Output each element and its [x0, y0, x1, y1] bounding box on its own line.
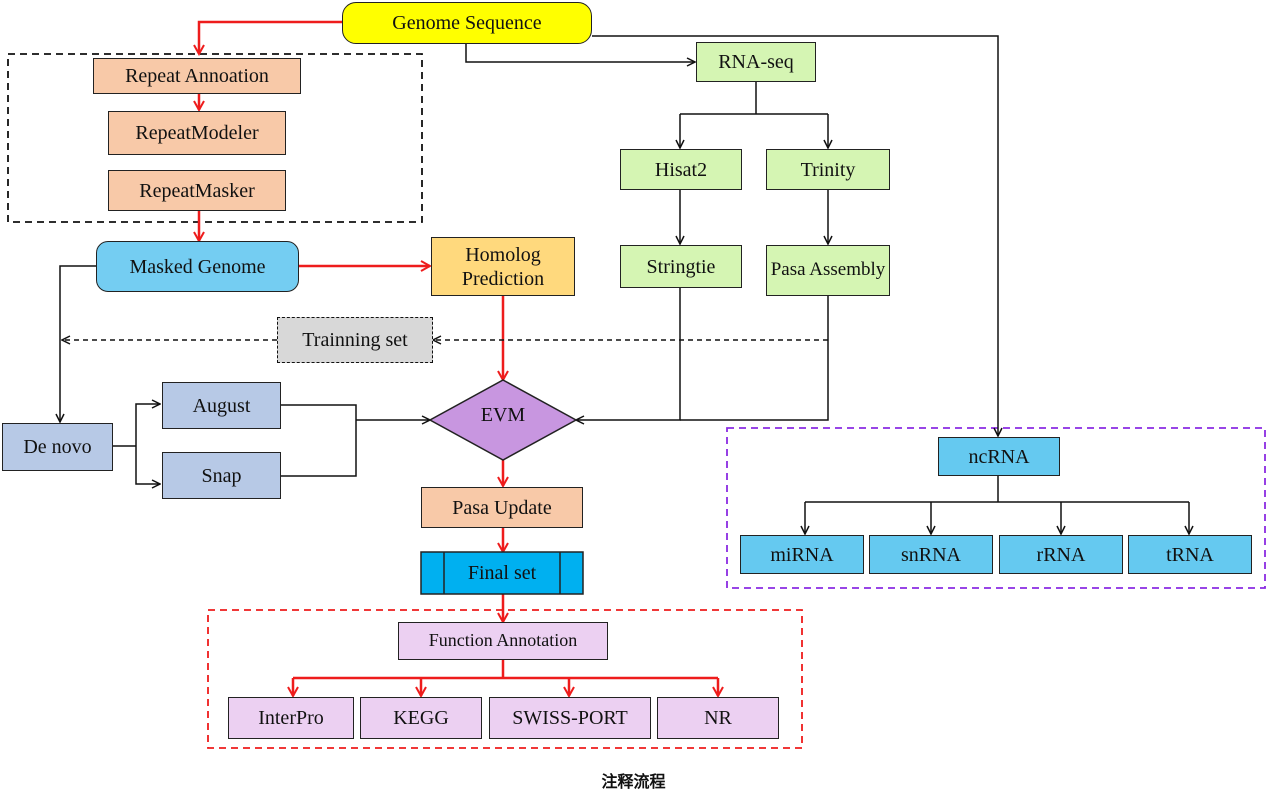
snrna-node: snRNA	[869, 535, 993, 574]
hisat2-node: Hisat2	[620, 149, 742, 190]
pasa-assembly-node: Pasa Assembly	[766, 245, 890, 296]
rrna-node: rRNA	[999, 535, 1123, 574]
trinity-node: Trinity	[766, 149, 890, 190]
repeat-modeler-node: RepeatModeler	[108, 111, 286, 155]
function-annotation-node: Function Annotation	[398, 622, 608, 660]
function-group-border	[207, 609, 803, 749]
rna-seq-node: RNA-seq	[696, 42, 816, 82]
figure-caption: 注释流程	[601, 772, 666, 791]
homolog-prediction-node: Homolog Prediction	[431, 237, 575, 296]
august-node: August	[162, 382, 281, 429]
edge-genome-to-ncrna	[592, 35, 998, 436]
genome-sequence-node: Genome Sequence	[342, 2, 592, 44]
training-set-node: Trainning set	[277, 317, 433, 363]
snap-node: Snap	[162, 452, 281, 499]
masked-genome-node: Masked Genome	[96, 241, 299, 292]
nr-node: NR	[657, 697, 779, 739]
evm-label: EVM	[480, 404, 526, 426]
trna-node: tRNA	[1128, 535, 1252, 574]
repeat-group-border	[7, 53, 423, 223]
kegg-node: KEGG	[360, 697, 482, 739]
edge-pasa-to-evm	[680, 296, 829, 421]
pasa-update-node: Pasa Update	[421, 487, 583, 528]
final-set-box	[420, 551, 584, 595]
edge-denovo-branch-2	[135, 446, 160, 484]
edge-stringtie-to-evm	[576, 288, 681, 420]
stringtie-node: Stringtie	[620, 245, 742, 288]
de-novo-node: De novo	[2, 423, 113, 471]
ncrna-node: ncRNA	[938, 437, 1060, 476]
edge-snap-to-evm	[281, 420, 357, 477]
repeat-masker-node: RepeatMasker	[108, 170, 286, 211]
edge-denovo-branch	[135, 404, 160, 446]
edge-genome-to-rnaseq	[465, 44, 695, 62]
edge-masked-to-denovo	[60, 265, 96, 422]
final-set-label: Final set	[467, 562, 537, 584]
swiss-port-node: SWISS-PORT	[489, 697, 651, 739]
evm-diamond	[428, 379, 578, 461]
repeat-annotation-node: Repeat Annoation	[93, 58, 301, 94]
edge-august-to-evm	[281, 404, 357, 420]
interpro-node: InterPro	[228, 697, 354, 739]
mirna-node: miRNA	[740, 535, 864, 574]
edge-genome-to-repeat	[199, 20, 342, 54]
